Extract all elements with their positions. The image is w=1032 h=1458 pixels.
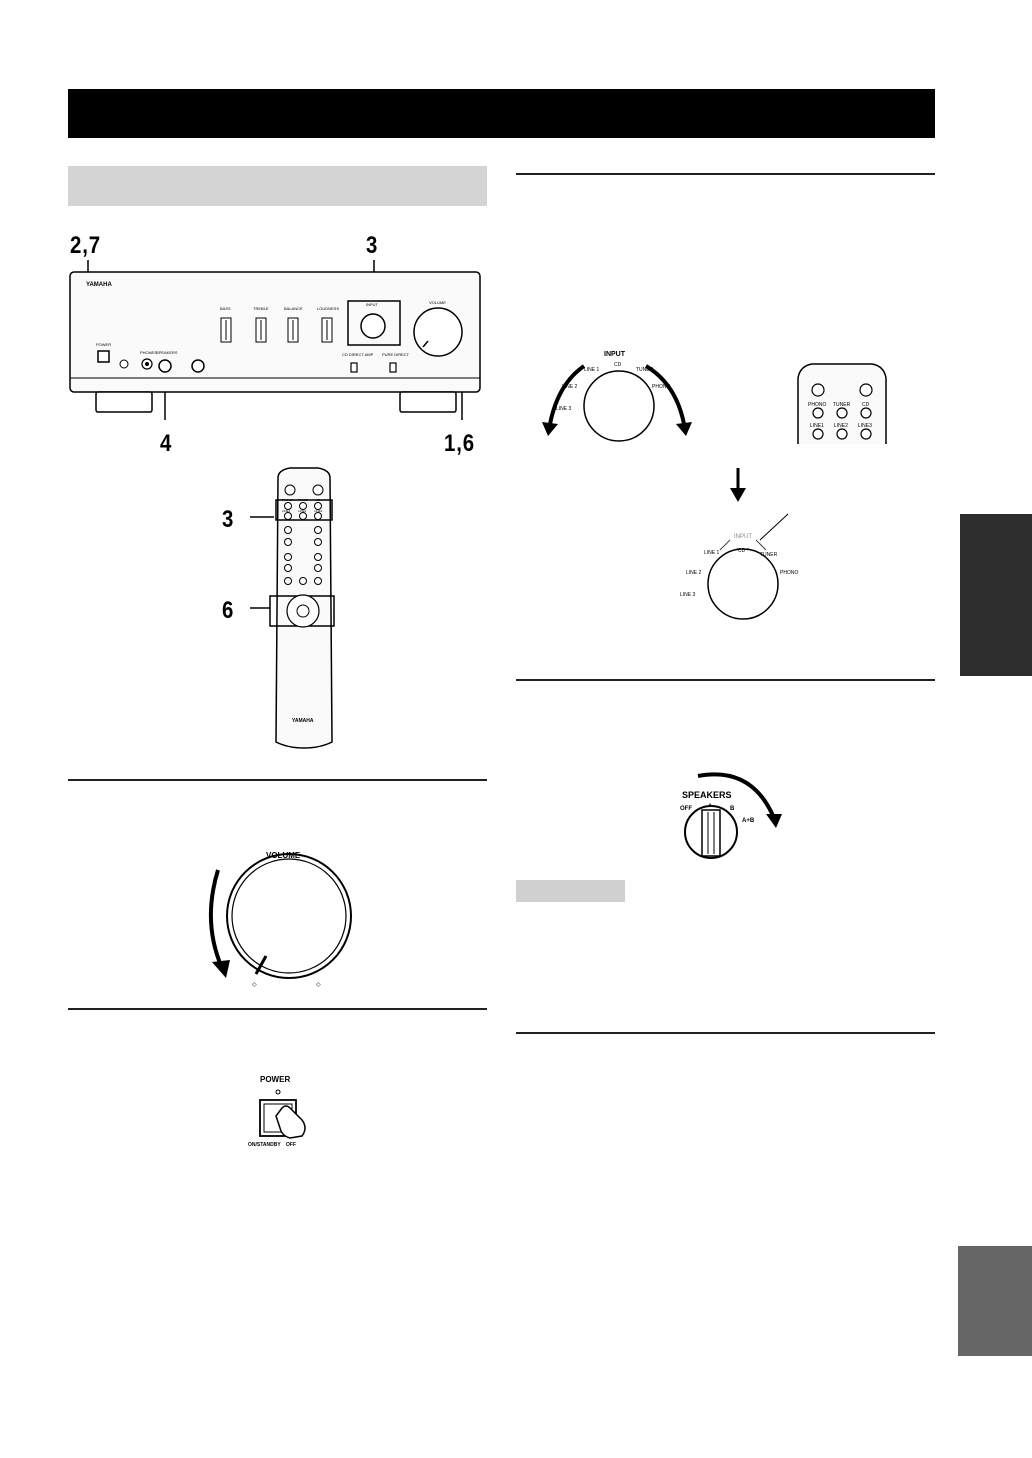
remote-btn-line2: LINE2 — [298, 509, 307, 513]
svg-text:◇: ◇ — [316, 982, 321, 988]
remote-detail-phono: PHONO — [808, 402, 826, 408]
callout-6-remote: 6 — [222, 597, 235, 624]
remote-detail-line2: LINE2 — [834, 423, 848, 429]
volume-knob-title: VOLUME — [266, 851, 301, 860]
speakers-knob-title: SPEAKERS — [682, 790, 732, 800]
amp-phones-label: PHONES — [140, 350, 157, 355]
callout-3-top: 3 — [366, 232, 379, 259]
amp-volume-label: VOLUME — [429, 300, 446, 305]
remote-btn-phono: PHONO — [282, 498, 294, 502]
power-on-label: ON/STANDBY — [248, 1142, 281, 1148]
remote-detail-line3: LINE3 — [858, 423, 872, 429]
remote-detail-cd: CD — [862, 402, 870, 408]
input-pos-phono: PHONO — [652, 384, 670, 390]
divider-right-2 — [516, 679, 935, 681]
speakers-pos-off: OFF — [680, 806, 692, 812]
result-pos-phono: PHONO — [780, 570, 798, 576]
knob-label-bass: BASS — [220, 306, 231, 311]
remote-brand: YAMAHA — [292, 718, 314, 724]
divider-left-2 — [68, 1008, 487, 1010]
amp-cd-direct-label: CD DIRECT AMP — [342, 352, 374, 357]
result-pos-tuner: TUNER — [760, 552, 778, 558]
power-switch-diagram: POWER ON/STANDBY OFF — [248, 1075, 306, 1148]
remote-btn-line3: LINE3 — [314, 509, 323, 513]
divider-right-1 — [516, 173, 935, 175]
knob-label-balance: BALANCE — [284, 306, 303, 311]
input-knob-title: INPUT — [604, 351, 626, 358]
amp-input-label: INPUT — [366, 302, 379, 307]
remote-detail-line1: LINE1 — [810, 423, 824, 429]
callout-1-6: 1,6 — [444, 430, 475, 457]
knob-label-loudness: LOUDNESS — [317, 306, 339, 311]
subsection-header-bar — [68, 166, 487, 206]
input-flash-label: INPUT — [734, 534, 752, 540]
remote-detail: PHONO TUNER CD LINE1 LINE2 LINE3 — [797, 363, 887, 444]
note-label-box — [516, 880, 625, 902]
remote-control: PHONO TUNER CD LINE1 LINE2 LINE3 YAMAHA — [250, 467, 335, 749]
power-switch-title: POWER — [260, 1075, 290, 1084]
language-tab-gray — [958, 1246, 1032, 1356]
result-pos-line2: LINE 2 — [686, 570, 702, 576]
remote-detail-tuner: TUNER — [833, 402, 851, 408]
volume-knob-diagram: VOLUME ◇ ◇ — [208, 851, 352, 988]
amp-power-label: POWER — [96, 342, 111, 347]
knob-label-treble: TREBLE — [253, 306, 269, 311]
input-pos-line2: LINE 2 — [562, 384, 578, 390]
amp-brand: YAMAHA — [86, 282, 112, 288]
power-off-label: OFF — [286, 1142, 296, 1148]
remote-btn-line1: LINE1 — [282, 509, 291, 513]
svg-text:◇: ◇ — [252, 982, 257, 988]
remote-btn-tuner: TUNER — [298, 498, 309, 502]
amp-pure-direct-label: PURE DIRECT — [382, 352, 410, 357]
amp-speakers-label: SPEAKERS — [156, 350, 178, 355]
input-knob-diagram: INPUT LINE 1 CD TUNER LINE 2 PHONO LINE … — [542, 351, 692, 442]
divider-right-3 — [516, 1032, 935, 1034]
callout-3-remote: 3 — [222, 506, 235, 533]
divider-left-1 — [68, 779, 487, 781]
speakers-knob-diagram: SPEAKERS OFF A B A+B — [680, 772, 782, 859]
input-pos-cd: CD — [614, 362, 622, 368]
result-pos-line1: LINE 1 — [704, 550, 720, 556]
amplifier-front-panel: YAMAHA BASS TREBLE BALANCE LOUDNESS INPU… — [69, 260, 481, 420]
arrow-down-icon — [730, 468, 746, 502]
result-pos-cd: CD — [738, 548, 746, 554]
input-pos-line3: LINE 3 — [556, 406, 572, 412]
remote-btn-cd: CD — [316, 498, 321, 502]
input-pos-tuner: TUNER — [636, 367, 654, 373]
callout-4: 4 — [160, 430, 173, 457]
language-tab-dark — [960, 514, 1032, 676]
input-pos-line1: LINE 1 — [584, 367, 600, 373]
result-pos-line3: LINE 3 — [680, 592, 696, 598]
speakers-pos-ab: A+B — [742, 818, 755, 824]
input-knob-result: INPUT LINE 1 CD TUNER LINE 2 PHONO LINE … — [680, 513, 798, 620]
speakers-pos-b: B — [730, 806, 735, 812]
section-header-bar — [68, 89, 935, 138]
callout-2-7: 2,7 — [70, 232, 101, 259]
